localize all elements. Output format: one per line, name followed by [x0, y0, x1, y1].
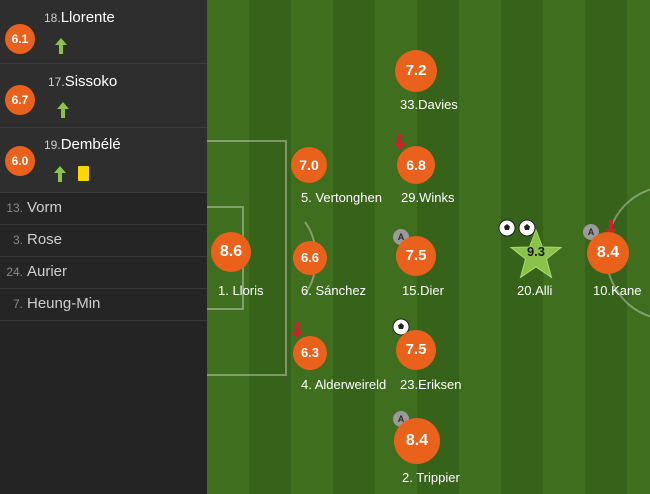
bench-row[interactable]: 24. Aurier — [0, 257, 207, 289]
substitute-row[interactable]: 6.1 18.Llorente — [0, 0, 207, 64]
player-rating[interactable]: 6.3 — [293, 336, 327, 370]
player-rating[interactable]: 8.4 — [394, 418, 440, 464]
subbed-off-icon — [291, 322, 303, 338]
player-name: Vorm — [27, 199, 63, 216]
subbed-on-icon — [57, 102, 69, 118]
player-name: 18.Llorente — [44, 9, 115, 26]
player-name: Aurier — [27, 263, 68, 280]
player-name[interactable]: 10.Kane — [593, 283, 642, 298]
player-rating[interactable]: 9.3 — [526, 244, 546, 259]
player-name: 17.Sissoko — [48, 73, 118, 90]
player-number: 3. — [12, 233, 23, 247]
goal-ball-icon — [498, 219, 516, 237]
player-name: 19.Dembélé — [44, 136, 121, 153]
player-name[interactable]: 20.Alli — [517, 283, 553, 298]
pitch: 8.6 1. Lloris 7.0 5. Vertonghen 6.6 6. S… — [207, 0, 650, 494]
player-rating[interactable]: 7.5 — [396, 236, 436, 276]
yellow-card-icon — [78, 166, 89, 181]
player-name[interactable]: 1. Lloris — [218, 283, 264, 298]
substitutes-panel: 6.1 18.Llorente 6.7 17.Sissoko 6.0 19.De… — [0, 0, 207, 494]
subbed-off-icon — [394, 134, 406, 150]
player-rating: 6.1 — [5, 24, 35, 54]
player-rating[interactable]: 6.6 — [293, 241, 327, 275]
player-rating[interactable]: 8.4 — [587, 232, 629, 274]
man-of-the-match-star-icon — [509, 229, 563, 279]
player-number: 24. — [6, 265, 23, 279]
player-name[interactable]: 29.Winks — [401, 190, 455, 205]
player-rating[interactable]: 7.2 — [395, 50, 437, 92]
player-name[interactable]: 4. Alderweireld — [301, 377, 387, 392]
subbed-on-icon — [54, 166, 66, 182]
player-rating[interactable]: 7.5 — [396, 330, 436, 370]
player-rating[interactable]: 7.0 — [291, 147, 327, 183]
player-number: 13. — [6, 201, 23, 215]
substitute-row[interactable]: 6.0 19.Dembélé — [0, 128, 207, 193]
goal-ball-icon — [518, 219, 536, 237]
player-name: Rose — [27, 231, 63, 248]
player-rating[interactable]: 6.8 — [397, 146, 435, 184]
goal-ball-icon — [392, 318, 410, 336]
subbed-on-icon — [55, 38, 67, 54]
player-rating[interactable]: 8.6 — [211, 232, 251, 272]
player-name: Heung-Min — [27, 295, 101, 312]
player-name[interactable]: 15.Dier — [402, 283, 444, 298]
player-name[interactable]: 33.Davies — [400, 97, 458, 112]
substitute-row[interactable]: 6.7 17.Sissoko — [0, 64, 207, 128]
bench-row[interactable]: 13. Vorm — [0, 193, 207, 225]
player-rating: 6.7 — [5, 85, 35, 115]
bench-row[interactable]: 3. Rose — [0, 225, 207, 257]
player-number: 7. — [12, 297, 23, 311]
player-rating: 6.0 — [5, 146, 35, 176]
bench-row[interactable]: 7. Heung-Min — [0, 289, 207, 321]
player-name[interactable]: 2. Trippier — [402, 470, 460, 485]
player-name[interactable]: 23.Eriksen — [400, 377, 462, 392]
player-name[interactable]: 5. Vertonghen — [301, 190, 382, 205]
player-name[interactable]: 6. Sánchez — [301, 283, 367, 298]
